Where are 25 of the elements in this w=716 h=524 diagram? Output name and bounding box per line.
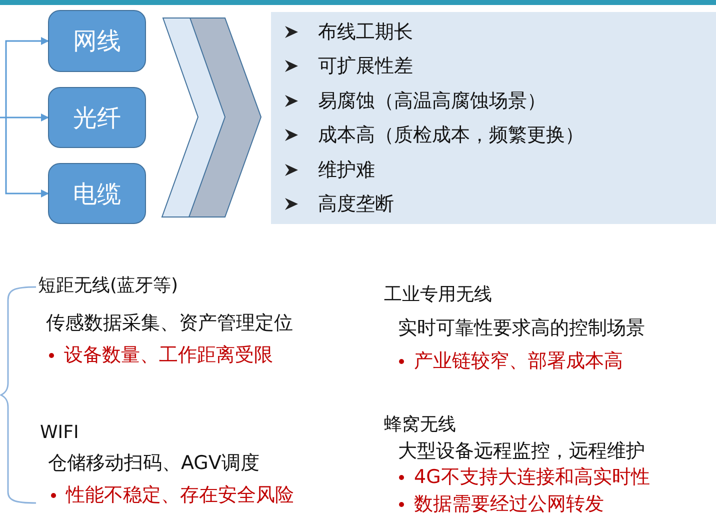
arrow: [0, 114, 49, 122]
description-text: 大型设备远程监控，远程维护: [398, 439, 645, 463]
list-item: 可扩展性差: [318, 54, 413, 78]
bullet-text: 设备数量、工作距离受限: [64, 343, 273, 367]
bullet-text: 产业链较窄、部署成本高: [414, 349, 623, 373]
bullet-text: 数据需要经过公网转发: [414, 492, 604, 516]
bullet-text: 性能不稳定、存在安全风险: [66, 483, 294, 507]
list-item: 布线工期长: [318, 20, 413, 44]
process-box: 光纤: [48, 87, 146, 148]
description-text: 实时可靠性要求高的控制场景: [398, 316, 645, 340]
section-heading: WIFI: [40, 421, 79, 445]
list-item: 高度垄断: [318, 192, 394, 216]
section-heading: 工业专用无线: [384, 283, 492, 307]
arrow: [5, 37, 49, 118]
section-heading: 蜂窝无线: [384, 413, 456, 437]
description-text: 仓储移动扫码、AGV调度: [48, 451, 260, 475]
list-item: 易腐蚀（高温高腐蚀场景）: [318, 89, 546, 113]
bullet-text: 4G不支持大连接和高实时性: [414, 465, 650, 489]
list-item: 成本高（质检成本，频繁更换）: [318, 123, 584, 147]
process-box: 电缆: [48, 163, 146, 224]
description-text: 传感数据采集、资产管理定位: [46, 311, 293, 335]
arrow: [5, 118, 49, 198]
section-heading: 短距无线(蓝牙等): [38, 274, 178, 298]
list-item: 维护难: [318, 158, 375, 182]
process-box: 网线: [48, 10, 146, 72]
